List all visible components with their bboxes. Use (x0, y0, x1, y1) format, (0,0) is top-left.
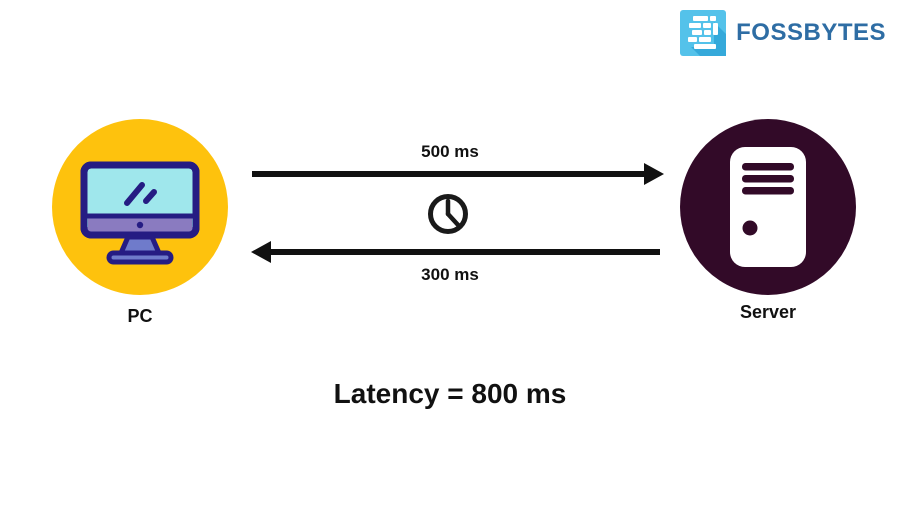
forward-arrow (252, 163, 664, 185)
fossbytes-logo: FOSSBYTES (680, 10, 886, 56)
pc-monitor-icon (80, 161, 200, 265)
pc-node-circle (52, 119, 228, 295)
fossbytes-logo-text: FOSSBYTES (736, 19, 886, 46)
latency-arrows (251, 163, 664, 263)
server-tower-icon (730, 147, 806, 267)
clock-icon (428, 194, 468, 234)
latency-result-text: Latency = 800 ms (333, 378, 567, 409)
server-label: Server (739, 302, 797, 322)
fossbytes-bricks-icon (680, 10, 727, 56)
back-latency-label: 300 ms (421, 265, 479, 284)
forward-latency-label: 500 ms (421, 142, 479, 161)
back-arrow (251, 241, 660, 263)
pc-label: PC (127, 306, 153, 326)
server-node-circle (680, 119, 856, 295)
